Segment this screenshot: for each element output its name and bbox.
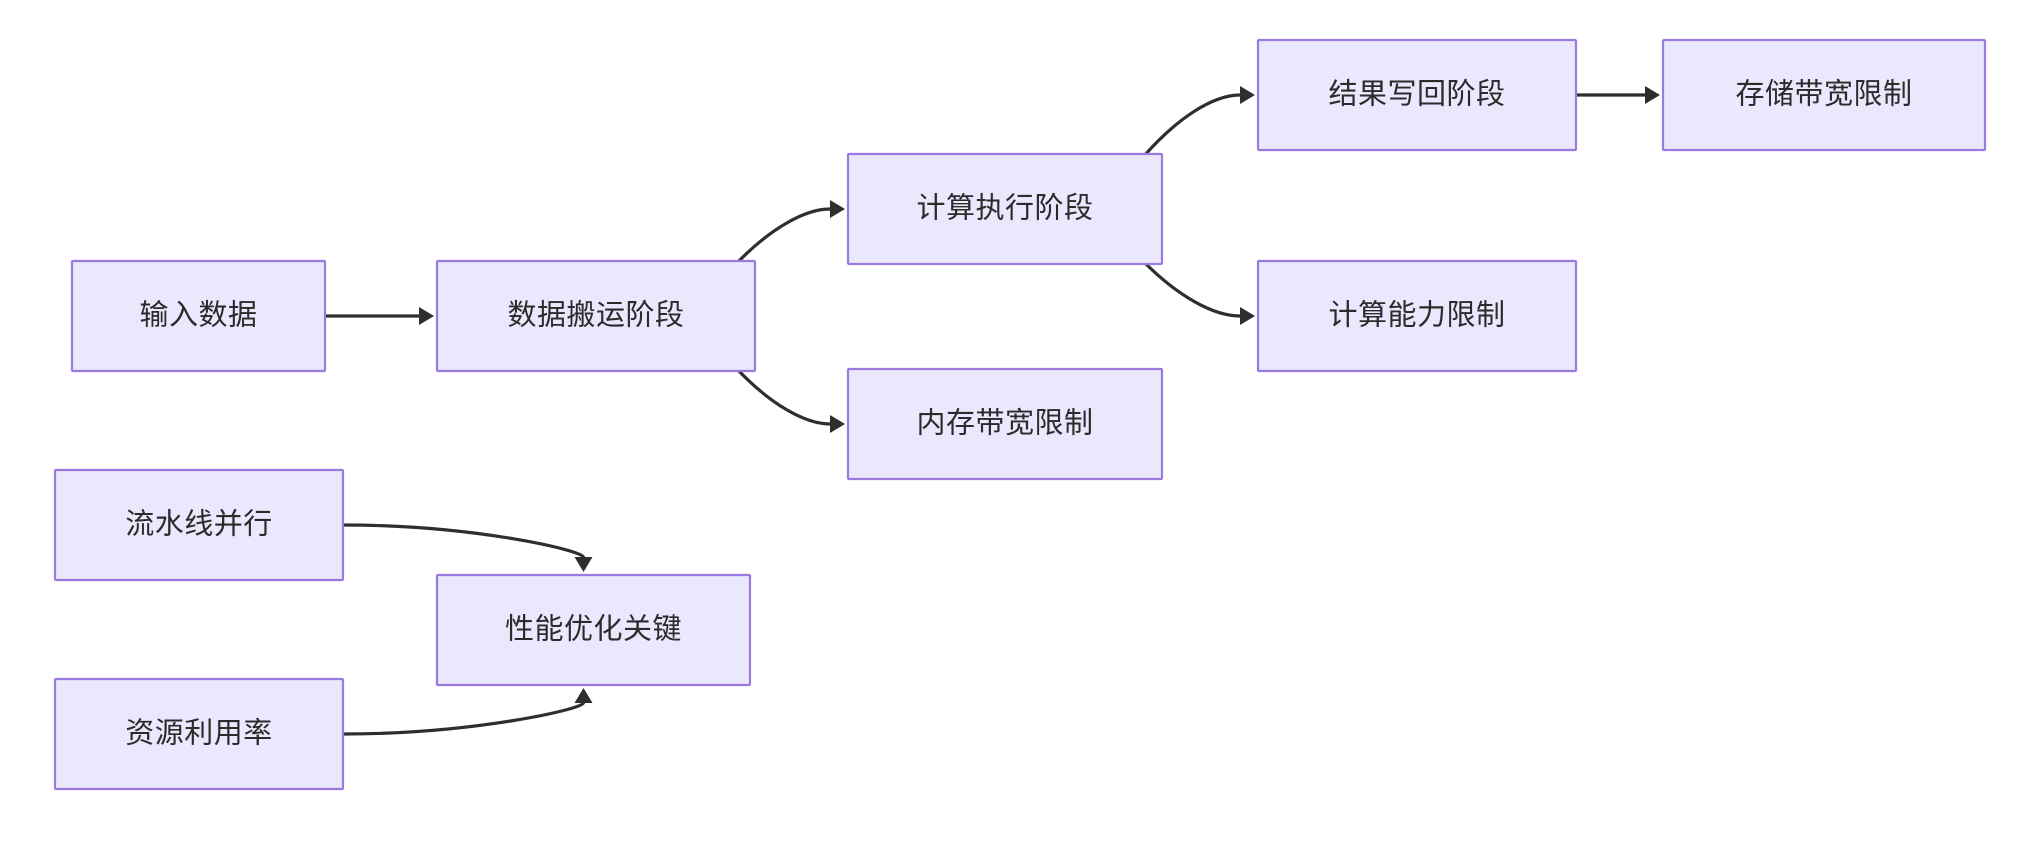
arrowhead-resource_util-to-perf_key <box>574 688 593 703</box>
edge-pipeline_parallel-to-perf_key <box>341 523 586 559</box>
arrowhead-writeback-to-storage_bw_limit <box>1645 86 1660 104</box>
arrowhead-input_data-to-data_movement <box>419 307 434 325</box>
edges-layer <box>323 86 1660 736</box>
node-label-resource_util: 资源利用率 <box>125 717 273 750</box>
edge-data_movement-to-memory_bw_limit <box>735 367 832 426</box>
node-writeback[interactable]: 结果写回阶段 <box>1256 38 1578 152</box>
node-box-input_data[interactable] <box>70 259 327 373</box>
node-perf_key[interactable]: 性能优化关键 <box>435 573 752 687</box>
node-label-input_data: 输入数据 <box>139 299 257 332</box>
node-box-compute_limit[interactable] <box>1256 259 1578 373</box>
arrowhead-compute_exec-to-compute_limit <box>1240 307 1255 325</box>
node-memory_bw_limit[interactable]: 内存带宽限制 <box>846 367 1164 481</box>
node-box-data_movement[interactable] <box>435 259 757 373</box>
nodes-layer: 输入数据 数据搬运阶段 计算执行阶段 结果写回阶段 存储带宽限制计算能力限制内存带宽限制… <box>53 38 1987 791</box>
node-label-memory_bw_limit: 内存带宽限制 <box>916 407 1093 440</box>
node-storage_bw_limit[interactable]: 存储带宽限制 <box>1661 38 1987 152</box>
node-box-writeback[interactable] <box>1256 38 1578 152</box>
edge-data_movement-to-compute_exec <box>735 207 832 265</box>
node-compute_exec[interactable]: 计算执行阶段 <box>846 152 1164 266</box>
node-label-perf_key: 性能优化关键 <box>505 613 682 646</box>
node-box-compute_exec[interactable] <box>846 152 1164 266</box>
node-box-memory_bw_limit[interactable] <box>846 367 1164 481</box>
node-data_movement[interactable]: 数据搬运阶段 <box>435 259 757 373</box>
edge-resource_util-to-perf_key <box>341 701 586 736</box>
node-box-resource_util[interactable] <box>53 677 345 791</box>
arrowhead-compute_exec-to-writeback <box>1240 86 1255 104</box>
node-label-writeback: 结果写回阶段 <box>1328 78 1505 111</box>
node-pipeline_parallel[interactable]: 流水线并行 <box>53 468 345 582</box>
edge-compute_exec-to-compute_limit <box>1142 260 1242 318</box>
node-input_data[interactable]: 输入数据 <box>70 259 327 373</box>
node-label-pipeline_parallel: 流水线并行 <box>125 508 273 541</box>
node-resource_util[interactable]: 资源利用率 <box>53 677 345 791</box>
node-label-data_movement: 数据搬运阶段 <box>507 299 684 332</box>
node-label-storage_bw_limit: 存储带宽限制 <box>1735 78 1912 111</box>
arrowhead-data_movement-to-memory_bw_limit <box>830 415 845 433</box>
edge-compute_exec-to-writeback <box>1142 93 1242 158</box>
arrowhead-pipeline_parallel-to-perf_key <box>574 557 593 572</box>
node-box-storage_bw_limit[interactable] <box>1661 38 1987 152</box>
node-box-perf_key[interactable] <box>435 573 752 687</box>
node-box-pipeline_parallel[interactable] <box>53 468 345 582</box>
node-label-compute_exec: 计算执行阶段 <box>916 192 1093 225</box>
node-compute_limit[interactable]: 计算能力限制 <box>1256 259 1578 373</box>
arrowhead-data_movement-to-compute_exec <box>830 200 845 218</box>
node-label-compute_limit: 计算能力限制 <box>1328 299 1505 332</box>
